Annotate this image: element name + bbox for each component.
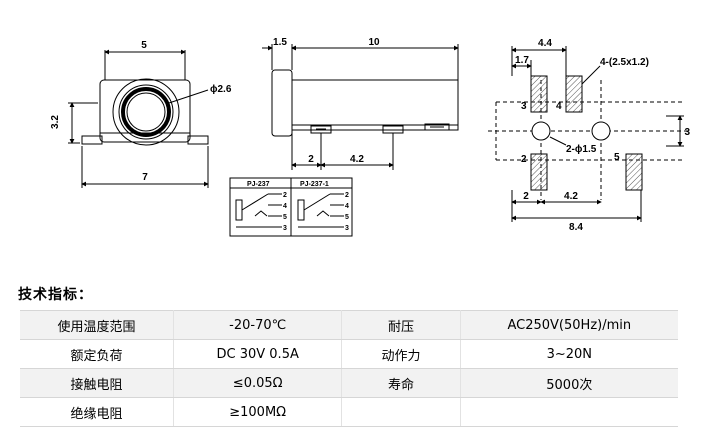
front-height-dim: 3.2 xyxy=(50,115,61,129)
footprint-bottom-left-dim: 2 xyxy=(523,191,529,202)
table-row: 使用温度范围 -20-70℃ 耐压 AC250V(50Hz)/min xyxy=(20,310,678,340)
schematic-left-title: PJ-237 xyxy=(247,181,270,188)
table-row: 接触电阻 ≤0.05Ω 寿命 5000次 xyxy=(20,368,678,398)
footprint-top-width-dim: 4.4 xyxy=(538,38,552,49)
schematic-right-pin: 5 xyxy=(345,214,349,221)
side-pin-spacing-dim: 4.2 xyxy=(350,154,364,165)
front-width-dim: 5 xyxy=(141,40,147,51)
footprint-pin-label: 2 xyxy=(521,154,527,165)
schematic-box xyxy=(229,177,353,237)
spec-label: 动作力 xyxy=(341,339,461,369)
schematic-right-pin: 2 xyxy=(345,192,349,199)
footprint-view xyxy=(488,46,690,222)
front-view xyxy=(68,49,209,188)
spec-label: 耐压 xyxy=(341,310,461,340)
specs-table: 使用温度范围 -20-70℃ 耐压 AC250V(50Hz)/min 额定负荷 … xyxy=(20,310,678,427)
front-base-dim: 7 xyxy=(142,172,148,183)
spec-value: ≤0.05Ω xyxy=(173,368,343,398)
footprint-pad-note: 4-(2.5x1.2) xyxy=(600,57,649,68)
spec-label: 寿命 xyxy=(341,368,461,398)
spec-label: 绝缘电阻 xyxy=(20,397,175,427)
side-pin-gap-dim: 2 xyxy=(308,154,314,165)
table-row: 绝缘电阻 ≥100MΩ xyxy=(20,397,678,427)
spec-label xyxy=(341,397,461,427)
footprint-pin-label: 3 xyxy=(521,101,527,112)
schematic-left-pin: 3 xyxy=(283,225,287,232)
footprint-bottom-mid-dim: 4.2 xyxy=(564,191,578,202)
table-row: 额定负荷 DC 30V 0.5A 动作力 3~20N xyxy=(20,339,678,369)
footprint-pin-label: 4 xyxy=(556,101,562,112)
spec-value: 3~20N xyxy=(460,339,678,369)
schematic-left-pin: 2 xyxy=(283,192,287,199)
footprint-pin-label: 5 xyxy=(614,152,620,163)
spec-value: DC 30V 0.5A xyxy=(173,339,343,369)
schematic-left-pin: 4 xyxy=(283,203,287,210)
spec-label: 额定负荷 xyxy=(20,339,175,369)
side-offset-dim: 1.5 xyxy=(273,37,287,48)
specs-heading: 技术指标： xyxy=(18,287,93,303)
schematic-left-pin: 5 xyxy=(283,214,287,221)
spec-value: ≥100MΩ xyxy=(173,397,343,427)
schematic-right-title: PJ-237-1 xyxy=(300,181,329,188)
front-hole-dim: ϕ2.6 xyxy=(210,84,232,95)
side-view xyxy=(262,44,459,170)
footprint-bottom-total-dim: 8.4 xyxy=(569,222,583,233)
spec-value: AC250V(50Hz)/min xyxy=(460,310,678,340)
spec-value xyxy=(460,397,678,427)
schematic-right-pin: 4 xyxy=(345,203,349,210)
footprint-top-offset-dim: 1.7 xyxy=(515,55,529,66)
schematic-right-pin: 3 xyxy=(345,225,349,232)
side-length-dim: 10 xyxy=(368,37,380,48)
spec-label: 接触电阻 xyxy=(20,368,175,398)
spec-value: 5000次 xyxy=(460,368,678,398)
spec-label: 使用温度范围 xyxy=(20,310,175,340)
spec-value: -20-70℃ xyxy=(173,310,343,340)
footprint-holes-note: 2-ϕ1.5 xyxy=(566,144,597,155)
technical-drawings: 5 ϕ2.6 3.2 7 1.5 10 2 4.2 xyxy=(50,37,690,237)
footprint-right-dim: 3 xyxy=(684,127,690,138)
